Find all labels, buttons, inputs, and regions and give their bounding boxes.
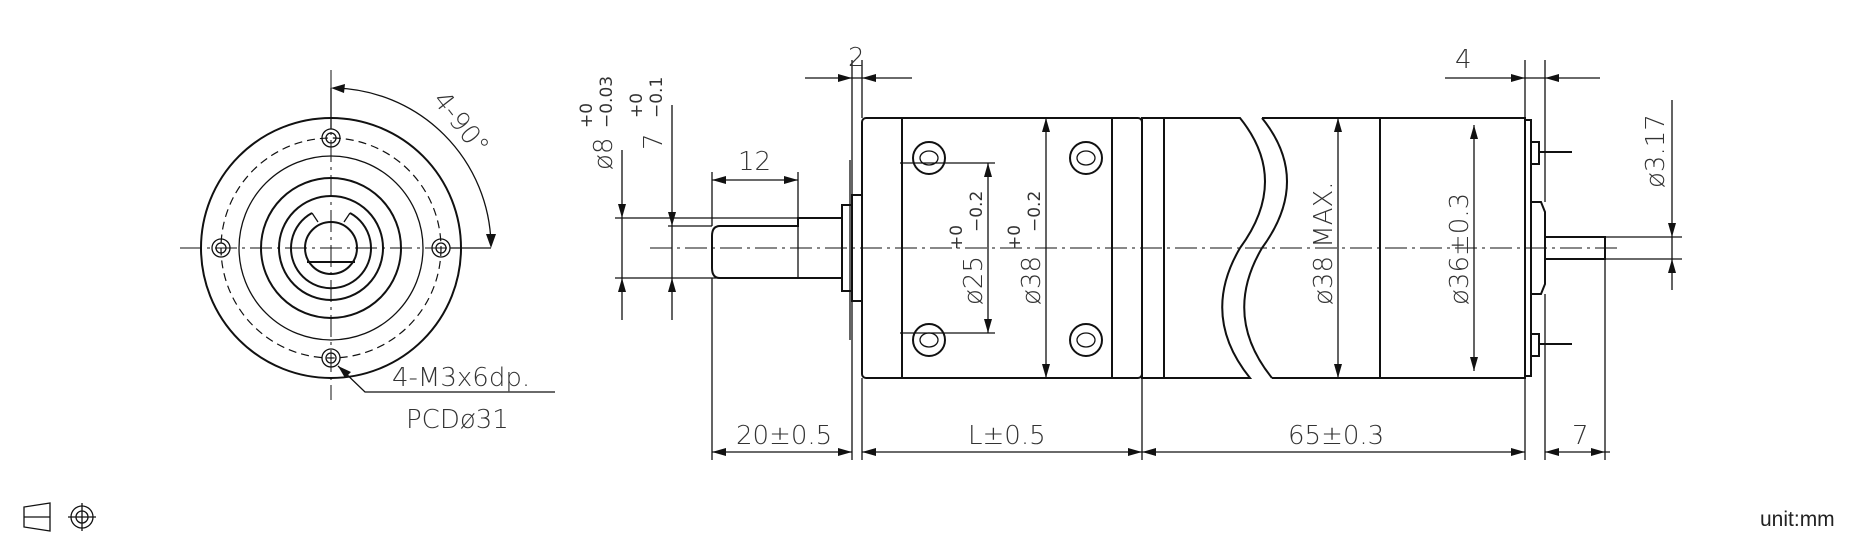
break-line xyxy=(1243,117,1288,379)
dim-rear-shaft-length: 7 xyxy=(1572,421,1589,451)
dim-end-gap: 4 xyxy=(1455,45,1472,75)
front-pcd-label: PCDø31 xyxy=(406,405,509,435)
dim-flat-tol-lower: −0.1 xyxy=(647,77,667,118)
dim-pilot-tol-upper: +0 xyxy=(947,225,967,250)
front-boss-circle xyxy=(260,177,402,319)
dim-shaft-dia-tol-lower: −0.03 xyxy=(597,76,617,128)
dim-pilot-dia: ø25 xyxy=(959,256,989,305)
dim-flat-tol-upper: +0 xyxy=(627,93,647,118)
unit-label: unit:mm xyxy=(1760,508,1835,531)
dim-gearbox-tol-upper: +0 xyxy=(1005,225,1025,250)
motor-body-front xyxy=(1163,117,1266,379)
terminal-bottom xyxy=(1530,333,1540,357)
front-angle-label: 4-90° xyxy=(426,86,494,161)
dim-gearbox-length: L±0.5 xyxy=(968,421,1046,451)
dim-pilot-tol-lower: −0.2 xyxy=(967,191,987,232)
gearbox-screw-3 xyxy=(912,323,946,357)
dim-key-length: 12 xyxy=(738,147,771,177)
front-inner-circle xyxy=(278,195,384,301)
front-hole-label: 4-M3x6dp. xyxy=(392,363,530,393)
rear-shaft xyxy=(1544,236,1606,260)
end-cap xyxy=(1524,119,1532,377)
output-shaft xyxy=(711,217,843,279)
gearbox-screw-1 xyxy=(912,141,946,175)
front-retaining-clip xyxy=(290,212,372,290)
dim-rear-shaft-dia: ø3.17 xyxy=(1641,114,1671,188)
terminal-top xyxy=(1530,141,1540,165)
dim-flat: 7 xyxy=(639,133,669,150)
gearbox-screw-2 xyxy=(1069,141,1103,175)
dim-gearbox-tol-lower: −0.2 xyxy=(1025,191,1045,232)
front-shaft-circle xyxy=(304,221,358,275)
side-view: 2 4 ø8 +0 −0.03 7 +0 −0.1 12 xyxy=(577,43,1682,460)
crosshair-circle-icon xyxy=(68,503,96,531)
gearbox-screw-4 xyxy=(1069,323,1103,357)
dim-motor-length: 65±0.3 xyxy=(1288,421,1384,451)
dim-motor-dia: ø36±0.3 xyxy=(1445,193,1475,305)
front-flange-circle xyxy=(238,155,424,341)
front-view: 4-90° 4-M3x6dp. PCDø31 xyxy=(180,70,555,435)
front-hole-left xyxy=(211,238,231,258)
front-angle-arc xyxy=(334,87,492,245)
first-angle-projection-icon xyxy=(23,502,51,532)
front-hole-bottom xyxy=(321,348,341,368)
front-pcd-circle xyxy=(220,137,442,359)
dim-gearbox-dia: ø38 xyxy=(1017,256,1047,305)
dim-shaft-length: 20±0.5 xyxy=(736,421,832,451)
dim-motor-max: ø38 MAX. xyxy=(1309,181,1339,305)
dim-shaft-dia: ø8 xyxy=(589,138,619,170)
dim-flange-gap: 2 xyxy=(848,43,865,73)
dim-shaft-dia-tol-upper: +0 xyxy=(577,103,597,128)
